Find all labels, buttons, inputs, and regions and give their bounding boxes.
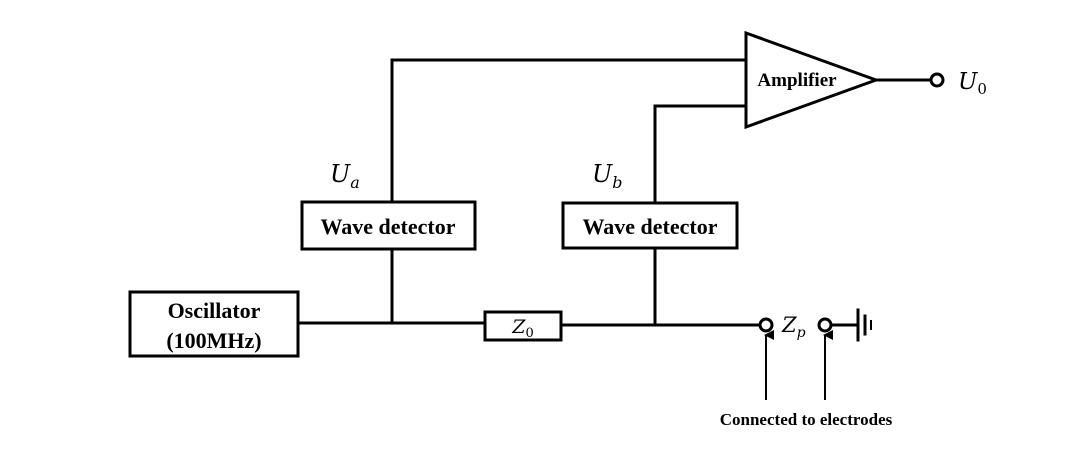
output-terminal: U0 [929,69,987,98]
impedance-z0-label: Z0 [511,316,533,341]
zp-right-terminal [817,317,833,333]
oscillator-label: Oscillator [168,298,261,323]
wave-detector-b-block: Wave detector [561,201,739,250]
output-u0-main: U [958,69,979,95]
signal-ua-sub: a [350,173,360,192]
zp-terminals: Zp [758,313,833,341]
impedance-z0-block: Z0 [483,310,563,342]
impedance-z0-sub: 0 [525,326,533,341]
oscillator-block: Oscillator (100MHz) [128,290,300,358]
amplifier-label: Amplifier [757,70,837,91]
wave-detector-a-label: Wave detector [321,214,456,239]
signal-ua-main: U [330,160,351,188]
signal-ub-main: U [592,160,613,188]
signal-ub-sub: b [612,173,622,192]
signal-ua-label: Ua [330,160,360,192]
wave-detector-a-block: Wave detector [300,200,477,251]
electrodes-note: Connected to electrodes [720,410,893,429]
wave-detector-b-box [561,201,739,250]
impedance-zp-main: Z [781,313,797,337]
wave-detector-a-box [300,200,477,251]
impedance-zp-sub: p [797,325,806,341]
ground-icon [856,308,872,342]
oscillator-box [128,290,300,358]
wave-detector-b-label: Wave detector [583,214,718,239]
amplifier-block: Amplifier [744,30,881,130]
oscillator-frequency: (100MHz) [166,328,261,353]
amplifier-triangle [744,30,881,130]
output-u0-sub: 0 [977,80,987,98]
electrode-arrows [764,330,833,400]
impedance-z0-box [483,310,563,342]
output-terminal-circle [929,72,945,88]
wires [296,58,932,327]
signal-ub-label: Ub [592,160,622,192]
impedance-zp-label: Zp [781,313,806,341]
impedance-z0-main: Z [511,316,526,338]
zp-left-terminal [758,317,774,333]
output-u0-label: U0 [958,69,987,98]
